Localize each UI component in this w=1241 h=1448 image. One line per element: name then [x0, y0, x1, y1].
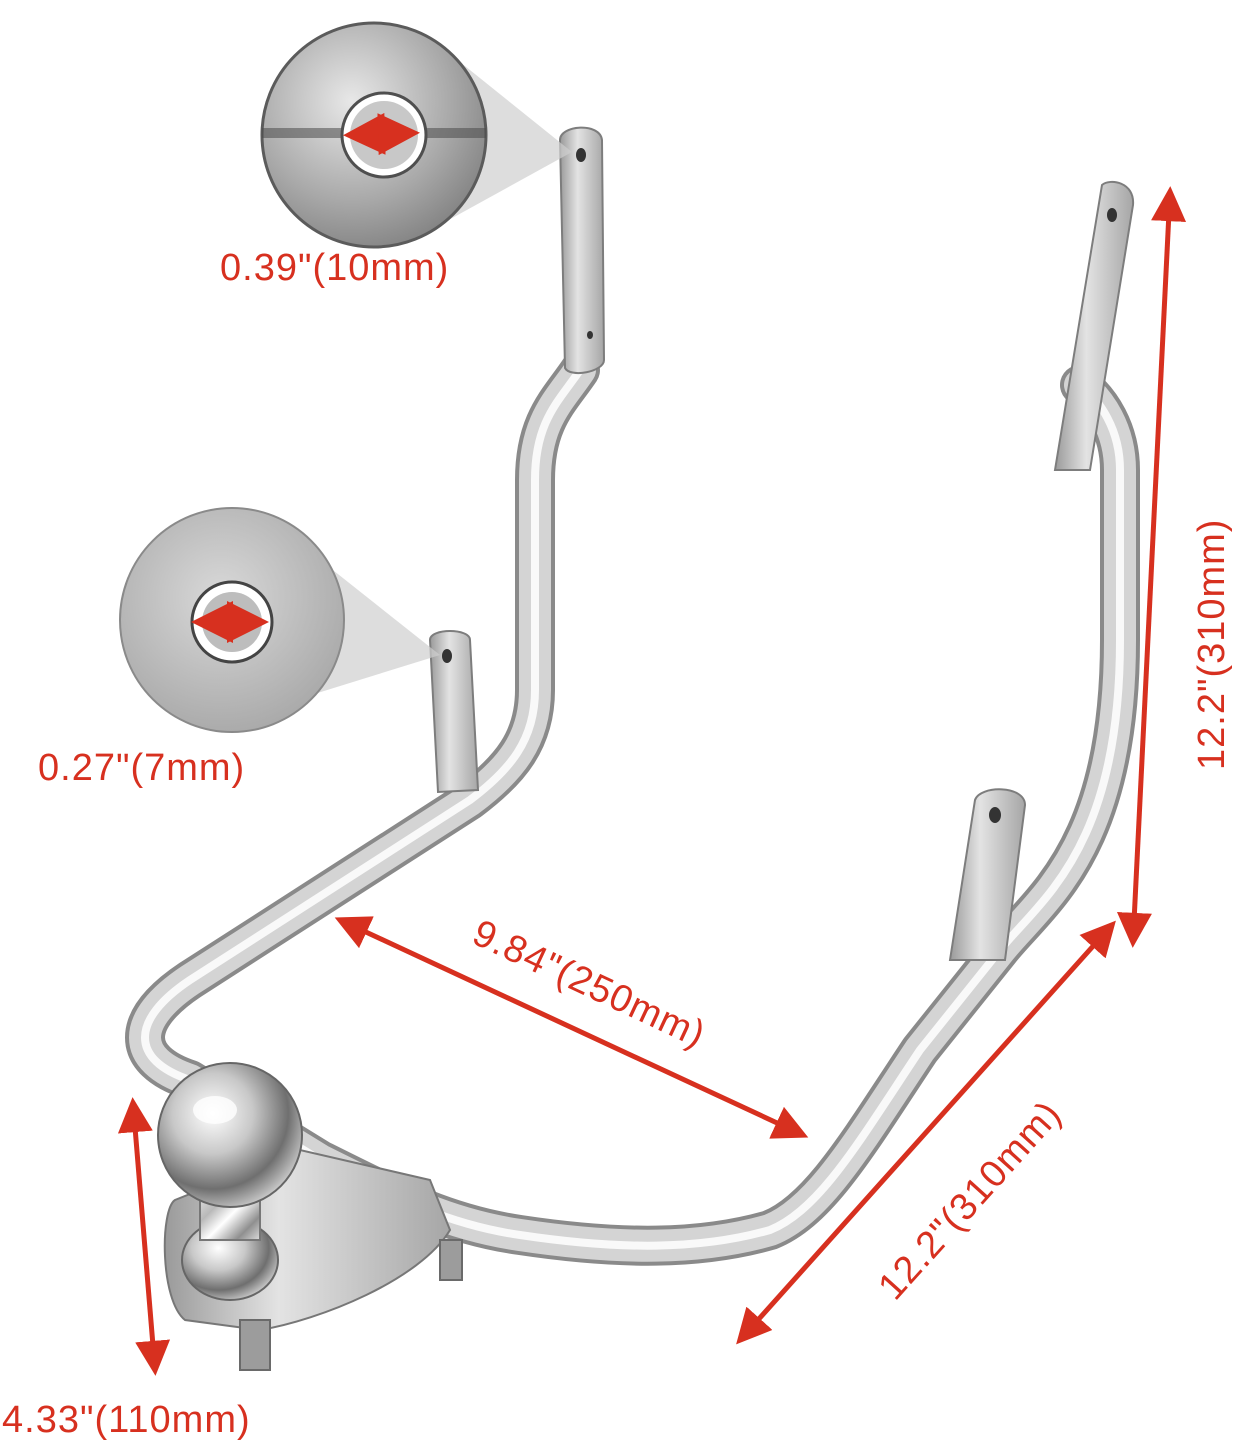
upper-left-strap — [558, 126, 606, 375]
right-tab-hole — [989, 807, 1001, 823]
side-length-arrow — [736, 920, 1116, 1345]
inner-width-dimension: 9.84"(250mm) — [334, 912, 809, 1139]
hitch-ball-assembly — [157, 1062, 463, 1371]
lower-hole-callout: 0.27"(7mm) — [38, 507, 440, 789]
bracket-tube-highlight — [141, 366, 1124, 1250]
right-strap-hole — [1107, 208, 1117, 222]
right-height-dimension: 12.2"(310mm) — [1116, 186, 1233, 948]
ball-height-label: 4.33"(110mm) — [2, 1399, 251, 1441]
upper-hole-arrow — [343, 112, 420, 156]
lower-left-tab — [428, 630, 480, 794]
right-lower-tab — [948, 788, 1027, 961]
lower-hole-label: 0.27"(7mm) — [38, 747, 245, 789]
upper-strap-hole — [576, 148, 586, 162]
upper-hole-callout: 0.39"(10mm) — [220, 21, 572, 289]
lower-tab-hole — [442, 649, 452, 663]
ball-height-arrow — [117, 1097, 171, 1376]
inner-width-arrow — [334, 916, 809, 1139]
right-height-label: 12.2"(310mm) — [1191, 519, 1233, 770]
hitch-ball — [157, 1062, 303, 1208]
ball-height-dimension: 4.33"(110mm) — [2, 1097, 251, 1441]
right-height-arrow — [1116, 186, 1187, 948]
side-length-label: 12.2"(310mm) — [870, 1093, 1069, 1308]
upper-hole-label: 0.39"(10mm) — [220, 247, 449, 289]
